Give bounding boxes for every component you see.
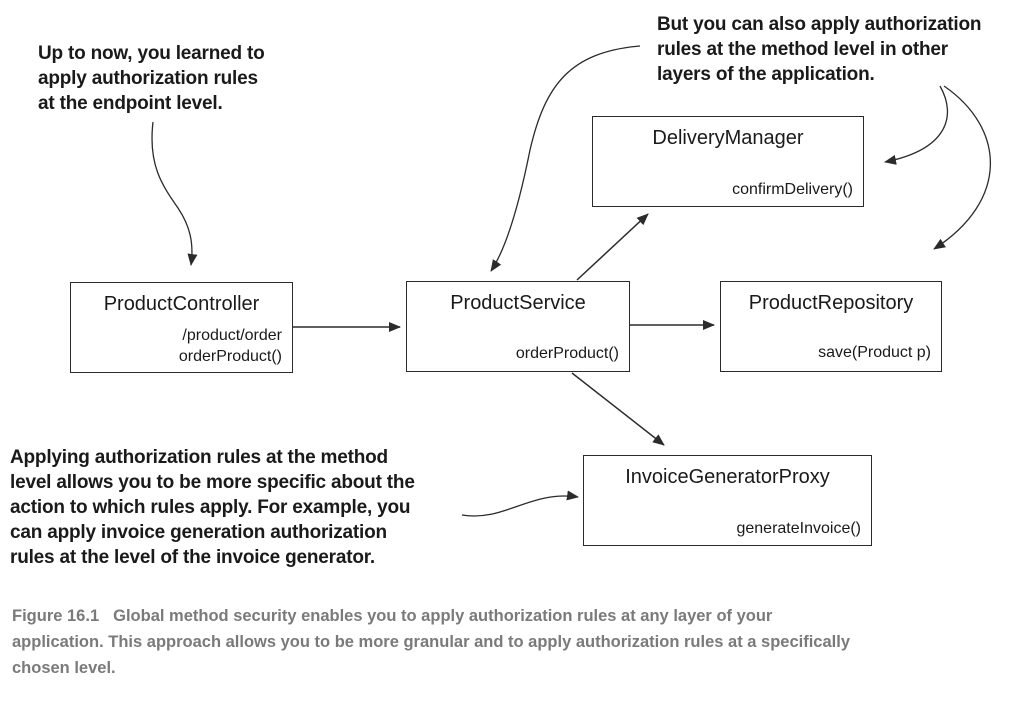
product-controller-box: ProductController /product/order orderPr…: [70, 282, 293, 373]
box-title: DeliveryManager: [652, 127, 804, 149]
annotation-line: level allows you to be more specific abo…: [10, 472, 415, 493]
box-member: generateInvoice(): [736, 520, 861, 537]
annotation-line: apply authorization rules: [38, 68, 258, 89]
box-member: orderProduct(): [515, 345, 619, 362]
annotation-endpoint-level: Up to now, you learned to apply authoriz…: [38, 41, 265, 116]
arrow-annotation-to-delivery: [884, 85, 949, 165]
annotation-line: rules at the level of the invoice genera…: [10, 547, 375, 568]
annotation-line: Applying authorization rules at the meth…: [10, 447, 388, 468]
invoice-generator-proxy-box: InvoiceGeneratorProxy generateInvoice(): [583, 455, 872, 546]
box-title: InvoiceGeneratorProxy: [625, 466, 830, 488]
box-title: ProductService: [450, 292, 586, 314]
box-member: /product/order: [182, 327, 282, 344]
arrow-service-to-invoice: [571, 372, 665, 446]
product-service-box: ProductService orderProduct(): [406, 281, 630, 372]
box-member: confirmDelivery(): [732, 181, 853, 198]
box-title: ProductController: [103, 293, 260, 315]
figure-label: Figure 16.1: [12, 607, 100, 625]
box-title: ProductRepository: [748, 292, 914, 314]
caption-line: Figure 16.1 Global method security enable…: [12, 603, 1017, 629]
arrow-service-to-delivery: [576, 213, 649, 281]
box-member: save(Product p): [818, 344, 931, 361]
arrow-annotation-to-repository: [933, 85, 992, 250]
arrow-annotation-to-controller: [151, 121, 198, 266]
caption-line: chosen level.: [12, 659, 116, 677]
annotation-more-specific: Applying authorization rules at the meth…: [10, 445, 415, 570]
annotation-line: But you can also apply authorization: [657, 14, 982, 35]
caption-text: Global method security enables you to ap…: [113, 607, 773, 625]
annotation-line: rules at the method level in other: [657, 39, 948, 60]
box-member: orderProduct(): [178, 348, 282, 365]
caption-line: application. This approach allows you to…: [12, 633, 851, 651]
annotation-method-level: But you can also apply authorization rul…: [657, 12, 981, 87]
annotation-line: can apply invoice generation authorizati…: [10, 522, 387, 543]
figure-caption: Figure 16.1 Global method security enable…: [12, 603, 1017, 681]
annotation-line: at the endpoint level.: [38, 93, 223, 114]
annotation-line: layers of the application.: [657, 64, 875, 85]
delivery-manager-box: DeliveryManager confirmDelivery(): [592, 116, 864, 207]
product-repository-box: ProductRepository save(Product p): [720, 281, 942, 372]
annotation-line: Up to now, you learned to: [38, 43, 265, 64]
arrow-annotation-to-invoice: [461, 490, 579, 517]
annotation-line: action to which rules apply. For example…: [10, 497, 411, 518]
arrow-annotation-to-service: [490, 45, 641, 272]
